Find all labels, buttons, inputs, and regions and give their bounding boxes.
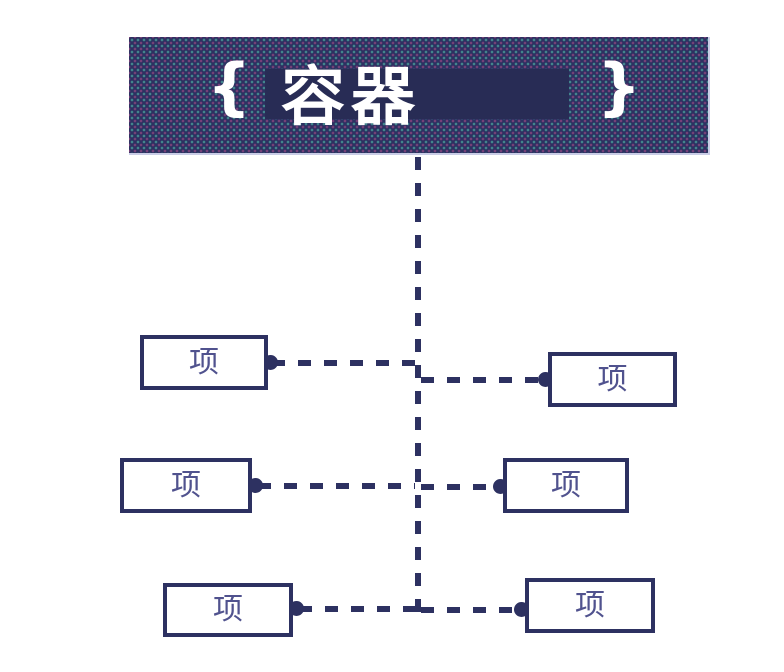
brace-right: }: [597, 50, 642, 123]
container-shape: { 容器 }: [129, 37, 710, 155]
item-shape-4: 项: [503, 458, 629, 513]
branch-line-item-4: [421, 484, 500, 490]
item-label: 项: [551, 467, 581, 503]
brace-left: {: [207, 50, 252, 123]
branch-line-item-5: [299, 606, 415, 612]
trunk-dashed-line: [415, 157, 421, 613]
item-label: 项: [597, 361, 628, 397]
item-label: 项: [189, 344, 219, 380]
branch-line-item-2: [421, 377, 546, 383]
container-label: 容器: [281, 61, 421, 135]
branch-line-item-3: [258, 483, 415, 489]
branch-line-item-1: [272, 360, 415, 366]
item-shape-6: 项: [525, 578, 655, 633]
item-shape-2: 项: [548, 352, 677, 407]
item-label: 项: [171, 467, 201, 503]
branch-line-item-6: [421, 607, 521, 613]
item-label: 项: [213, 592, 243, 627]
container-label-backdrop: [265, 69, 569, 119]
item-shape-3: 项: [120, 458, 252, 513]
item-shape-5: 项: [163, 583, 293, 637]
item-shape-1: 项: [140, 335, 268, 390]
item-label: 项: [575, 587, 605, 623]
